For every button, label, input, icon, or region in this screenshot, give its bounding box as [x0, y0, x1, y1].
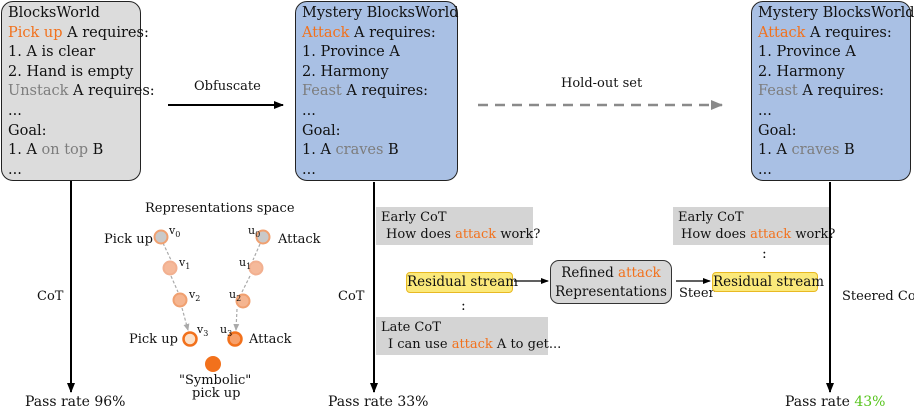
steered-cot-label: Steered CoT [842, 289, 914, 304]
node-v3 [182, 331, 198, 347]
cot-label-1: CoT [37, 289, 64, 304]
node-v0 [153, 229, 169, 245]
label-u2: u2 [229, 288, 242, 304]
refined-representations-box: Refined attack Representations [550, 260, 672, 304]
label-v0: v0 [169, 224, 181, 240]
obfuscate-label: Obfuscate [194, 79, 261, 94]
card-mystery-blocksworld: Mystery BlocksWorld Attack A requires: 1… [295, 1, 459, 181]
node-v1 [162, 260, 178, 276]
pass-rate-2: Pass rate 33% [328, 394, 429, 410]
node-symbolic [205, 356, 221, 372]
card-title: Mystery BlocksWorld [758, 5, 914, 21]
symbolic-label-1: "Symbolic" [179, 373, 252, 388]
pass-rate-1: Pass rate 96% [25, 394, 126, 410]
label-v3: v3 [197, 323, 209, 339]
card-mystery-blocksworld-holdout: Mystery BlocksWorld Attack A requires: 1… [751, 1, 914, 181]
node-v2 [172, 292, 188, 308]
node-u2 [235, 293, 251, 309]
pickup-top-label: Pick up [104, 232, 153, 247]
pickup-bottom-label: Pick up [129, 332, 178, 347]
label-u0: u0 [248, 224, 261, 240]
action-pickup: Pick up [8, 24, 63, 41]
late-cot-box: Late CoT I can use attack A to get... [376, 317, 561, 355]
node-u0 [255, 229, 271, 245]
symbolic-label-2: pick up [192, 386, 241, 401]
right-residual-stream-box: Residual stream [712, 272, 825, 292]
right-dots: : [762, 246, 767, 262]
rep-space-title: Representations space [145, 201, 295, 216]
pass-rate-3: Pass rate 43% [785, 394, 886, 410]
label-u1: u1 [239, 256, 252, 272]
label-u3: u3 [220, 323, 233, 339]
card-blocksworld: BlocksWorld Pick up A requires: 1. A is … [1, 1, 155, 181]
attack-top-label: Attack [278, 232, 321, 247]
residual-stream-box: Residual stream [406, 272, 518, 293]
node-u1 [248, 260, 264, 276]
early-cot-box: Early CoT How does attack work? [376, 207, 540, 245]
right-early-cot-box: Early CoT How does attack work? [673, 207, 835, 245]
label-v1: v1 [179, 256, 191, 272]
cot-label-2: CoT [338, 289, 365, 304]
attack-bottom-label: Attack [249, 332, 292, 347]
steer-label: Steer [679, 286, 715, 301]
card-title: BlocksWorld [8, 5, 100, 21]
card-title: Mystery BlocksWorld [302, 5, 459, 21]
middle-dots: : [461, 298, 466, 314]
holdout-label: Hold-out set [561, 76, 643, 91]
node-u3 [227, 331, 243, 347]
label-v2: v2 [189, 288, 201, 304]
